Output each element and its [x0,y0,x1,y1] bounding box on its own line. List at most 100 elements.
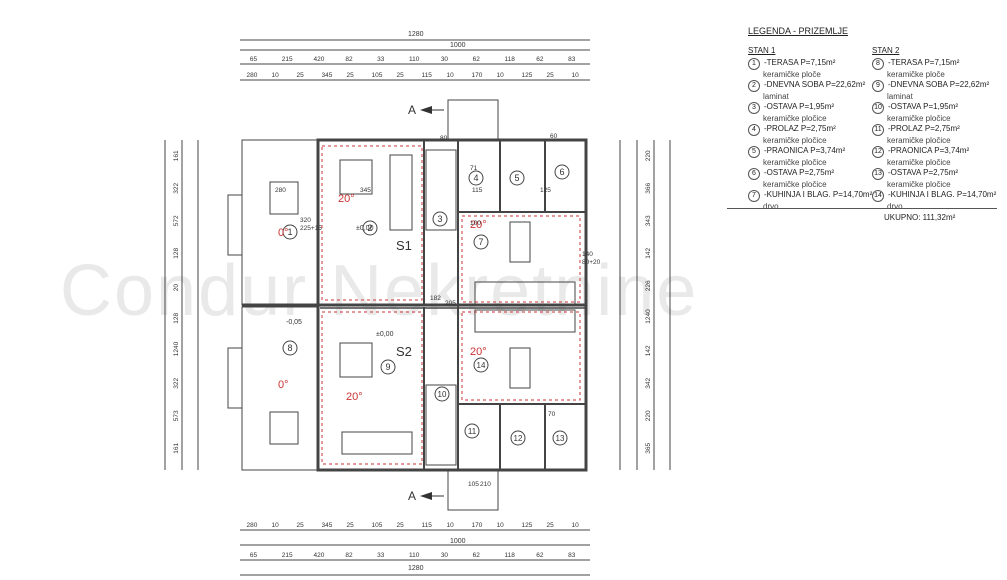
dimension-label: 226 [645,280,652,291]
legend-item-finish: drvo [887,202,903,211]
dimension-label: 1240 [173,341,180,356]
dimension-label: 573 [173,410,180,421]
legend-item: 4 -PROLAZ P=2,75m² [748,124,872,136]
dim-inner: 1000 [450,42,466,49]
dimension-label: 110 [409,552,420,559]
legend-item: 11-PROLAZ P=2,75m² [872,124,996,136]
dimension-label: 20 [173,284,180,292]
room-9-label: 9 [385,362,390,372]
unit-label-s1: S1 [396,238,412,253]
dimension-label: 345 [322,522,333,529]
legend-item: 5-PRAONICA P=3,74m² [748,146,872,158]
dimension-label: 105 [372,72,383,79]
dimension-label: 142 [645,345,652,356]
dimension-label: 280 [275,187,286,194]
legend-item-finish: keramičke ploče [887,70,945,79]
legend-item: 13-OSTAVA P=2,75m² [872,168,996,180]
dimension-label: 128 [173,313,180,324]
legend-item-number: 11 [872,124,884,136]
dimension-label: 82 [345,56,353,63]
dimension-label: 60 [550,133,558,140]
legend-item-finish: keramičke pločice [887,180,951,189]
dimension-label: 128 [173,248,180,259]
dimension-label: 280 [247,522,258,529]
legend-item-number: 3 [748,102,760,114]
legend-item-number: 8 [872,58,884,70]
room-3-label: 3 [437,214,442,224]
dimension-label: 210 [480,481,491,488]
legend-item: 9-DNEVNA SOBA P=22,62m² [872,80,996,92]
dimension-label: 220 [645,150,652,161]
dimension-label: 140 [582,251,593,258]
dimension-label: 322 [173,378,180,389]
dimension-label: 220 [645,410,652,421]
dimension-label: 80+20 [582,259,601,266]
dimension-label: 62 [536,56,544,63]
dimension-label: 83 [568,552,576,559]
dimension-label: 65 [250,552,258,559]
dimension-label: 1240 [645,309,652,324]
dim-inner: 1000 [450,538,466,545]
dim-total: 1280 [408,31,424,38]
legend-item-text: -PROLAZ P=2,75m² [764,124,836,133]
temp-label: 20° [338,193,355,205]
dimension-label: 170 [472,522,483,529]
dimension-label: 10 [572,522,580,529]
legend-item: 2-DNEVNA SOBA P=22,62m² [748,80,872,92]
dimension-label: 280 [247,72,258,79]
unit-label-s2: S2 [396,344,412,359]
legend-item-text: -DNEVNA SOBA P=22,62m² [888,80,990,89]
legend-item-number: 10 [872,102,884,114]
dimension-label: 10 [447,522,455,529]
dimension-label: 65 [250,56,258,63]
watermark: Condur Nekretnine [60,251,699,331]
legend-total: UKUPNO: 111,32m² [884,213,956,222]
dimension-label: 365 [645,443,652,454]
legend-item-text: -OSTAVA P=1,95m² [764,102,835,111]
legend-item-number: 14 [872,190,884,202]
legend-item-finish: keramičke pločice [763,114,827,123]
floor-plan-drawing: 1 2 3 4 5 6 7 8 9 10 11 12 13 14 S1 S2 2… [164,31,671,576]
dimension-label: 115 [472,187,483,194]
legend-item-text: -OSTAVA P=1,95m² [888,102,959,111]
dimension-label: 225+15 [300,225,322,232]
dimension-label: 161 [173,443,180,454]
section-mark: A [408,103,416,117]
level-label: ±0,00 [376,331,394,338]
legend-item-text: -PRAONICA P=3,74m² [888,146,970,155]
dimension-label: 10 [272,522,280,529]
dimension-label: 342 [645,378,652,389]
dimension-label: 25 [547,72,555,79]
legend-item: 8 -TERASA P=7,15m² [872,58,996,70]
legend-item-finish: keramičke pločice [763,158,827,167]
legend-item-text: -TERASA P=7,15m² [764,58,836,67]
room-1-label: 1 [287,227,292,237]
room-8-label: 8 [287,343,292,353]
dimension-label: 320 [300,217,311,224]
dimension-label: 10 [272,72,280,79]
dimension-label: 10 [497,522,505,529]
dimension-label: 115 [422,522,433,529]
dimension-label: 215 [282,552,293,559]
dimension-label: 170 [472,72,483,79]
dim-total: 1280 [408,565,424,572]
dimension-label: 345 [360,187,371,194]
level-label: ±0,00 [356,225,374,232]
legend-item-number: 2 [748,80,760,92]
legend-item: 7-KUHINJA I BLAG. P=14,70m² [748,190,872,202]
legend-item-finish: keramičke ploče [763,70,821,79]
legend-item-text: -TERASA P=7,15m² [888,58,960,67]
dimension-label: 205 [445,300,456,307]
dimension-label: 25 [397,522,405,529]
dimension-label: 25 [347,72,355,79]
legend-item-finish: laminat [887,92,913,101]
legend-item-number: 4 [748,124,760,136]
legend-item-finish: keramičke pločice [763,136,827,145]
temp-label: 0° [278,379,289,391]
dimension-label: 110 [409,56,420,63]
dimension-label: 30 [441,56,449,63]
room-7-label: 7 [478,237,483,247]
dimension-label: 572 [173,215,180,226]
